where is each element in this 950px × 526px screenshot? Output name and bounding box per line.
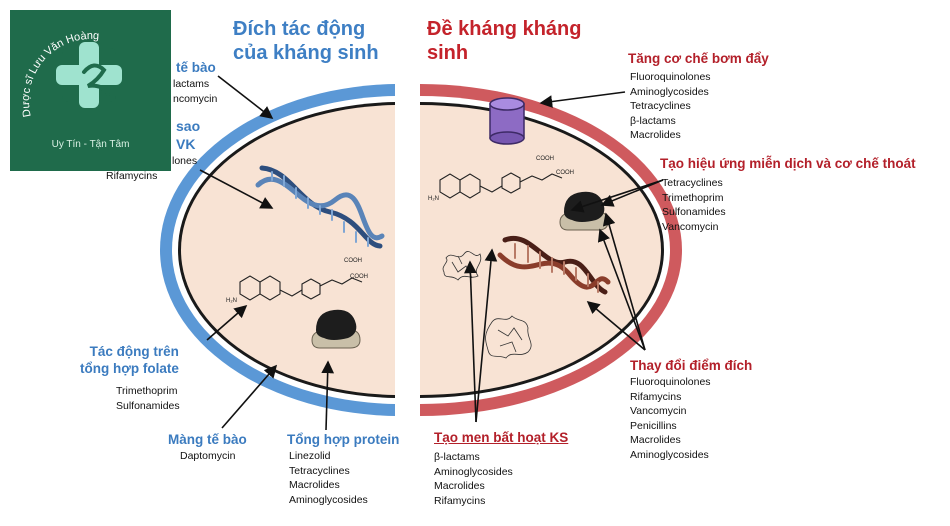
drug-item: Linezolid (289, 450, 331, 462)
right-title-line-1: Đề kháng kháng (427, 18, 582, 40)
drug-item: lones (172, 155, 198, 167)
drug-item: Rifamycins (106, 169, 158, 182)
protein-drugs: Linezolid Tetracyclines Macrolides Amino… (289, 449, 368, 507)
drug-item: Vancomycin (662, 220, 719, 233)
drug-item: Rifamycins (434, 494, 486, 507)
folate-molecule-right: H₂N COOH COOH (428, 156, 574, 202)
drug-item: Trimethoprim (116, 385, 178, 397)
protein-heading: Tổng hợp protein (287, 432, 400, 447)
drug-item: Sulfonamides (116, 399, 180, 412)
cell-wall-heading: tế bào (176, 60, 216, 75)
dna-heading: sao VK (176, 118, 200, 153)
drug-item: Sulfonamides (662, 206, 726, 218)
folate-drugs: Trimethoprim Sulfonamides (116, 384, 180, 413)
drug-item: Tetracyclines (289, 464, 350, 477)
dna-helix-left (255, 165, 385, 249)
enzyme-2 (485, 315, 532, 359)
brand-logo: Dược sĩ Lưu Văn Hoàng Uy Tín - Tận Tâm (10, 10, 171, 171)
target-drugs: Fluoroquinolones Rifamycins Vancomycin P… (630, 375, 711, 462)
cooh-label: COOH (344, 258, 362, 264)
dna-helix-right (497, 235, 611, 295)
drug-item: Aminoglycosides (434, 465, 513, 478)
drug-item: Tetracyclines (662, 177, 723, 189)
drug-item: Trimethoprim (662, 191, 724, 204)
folate-heading-line-1: Tác động trên (89, 344, 179, 359)
target-heading: Thay đổi điểm đích (630, 358, 753, 373)
enzyme-drugs: β-lactams Aminoglycosides Macrolides Rif… (434, 450, 513, 508)
dna-heading-line-2: VK (176, 135, 196, 152)
efflux-drugs: Fluoroquinolones Aminoglycosides Tetracy… (630, 70, 711, 143)
cooh-label-right: COOH (536, 156, 554, 162)
drug-item: Fluoroquinolones (630, 71, 711, 83)
membrane-heading: Màng tế bào (168, 432, 247, 447)
ribosome-left (311, 309, 361, 349)
left-title-line-2: của kháng sinh (233, 42, 379, 64)
drug-item: Fluoroquinolones (630, 376, 711, 388)
right-title: Đề kháng kháng sinh (427, 17, 581, 65)
drug-item: Vancomycin (630, 405, 687, 417)
immune-heading: Tạo hiệu ứng miễn dịch và cơ chế thoát (660, 156, 916, 171)
right-title-line-2: sinh (427, 42, 469, 64)
cell-wall-drugs: lactams ncomycin (173, 77, 217, 106)
drug-item: Macrolides (434, 480, 485, 492)
drug-item: Penicillins (630, 419, 677, 432)
efflux-pump (489, 97, 525, 145)
drug-item: Macrolides (630, 434, 681, 446)
drug-item: ncomycin (173, 92, 218, 105)
left-title: Đích tác động của kháng sinh (233, 17, 379, 65)
left-title-line-1: Đích tác động (233, 18, 366, 40)
drug-item: Macrolides (630, 129, 681, 141)
dna-drugs: lones Rifamycins (106, 154, 197, 183)
drug-item: Tetracyclines (630, 100, 691, 112)
enzyme-heading: Tạo men bất hoạt KS (434, 430, 569, 445)
drug-item: Aminoglycosides (289, 493, 368, 506)
folate-heading-line-2: tổng hợp folate (80, 360, 179, 376)
drug-item: β-lactams (434, 451, 480, 463)
efflux-heading: Tăng cơ chế bơm đẩy (628, 51, 769, 66)
drug-item: Macrolides (289, 479, 340, 491)
folate-molecule-left: H₂N COOH COOH (226, 258, 368, 304)
logo-tagline: Uy Tín - Tận Tâm (51, 139, 130, 150)
arrows (199, 75, 664, 431)
drug-item: β-lactams (630, 114, 676, 127)
drug-item: Rifamycins (630, 390, 682, 403)
membrane-drugs: Daptomycin (180, 449, 235, 464)
immune-drugs: Tetracyclines Trimethoprim Sulfonamides … (662, 176, 726, 234)
cooh-label-right-2: COOH (556, 170, 574, 176)
logo-background: Dược sĩ Lưu Văn Hoàng (10, 10, 171, 171)
drug-item: Aminoglycosides (630, 85, 709, 98)
drug-item: Aminoglycosides (630, 448, 709, 461)
h2n-label-right: H₂N (428, 196, 439, 202)
cooh-label-2: COOH (350, 274, 368, 280)
dna-heading-line-1: sao (176, 118, 201, 134)
folate-heading: Tác động trên tổng hợp folate (80, 344, 179, 378)
drug-item: lactams (173, 78, 210, 90)
drug-item: Daptomycin (180, 450, 236, 462)
h2n-label: H₂N (226, 298, 237, 304)
